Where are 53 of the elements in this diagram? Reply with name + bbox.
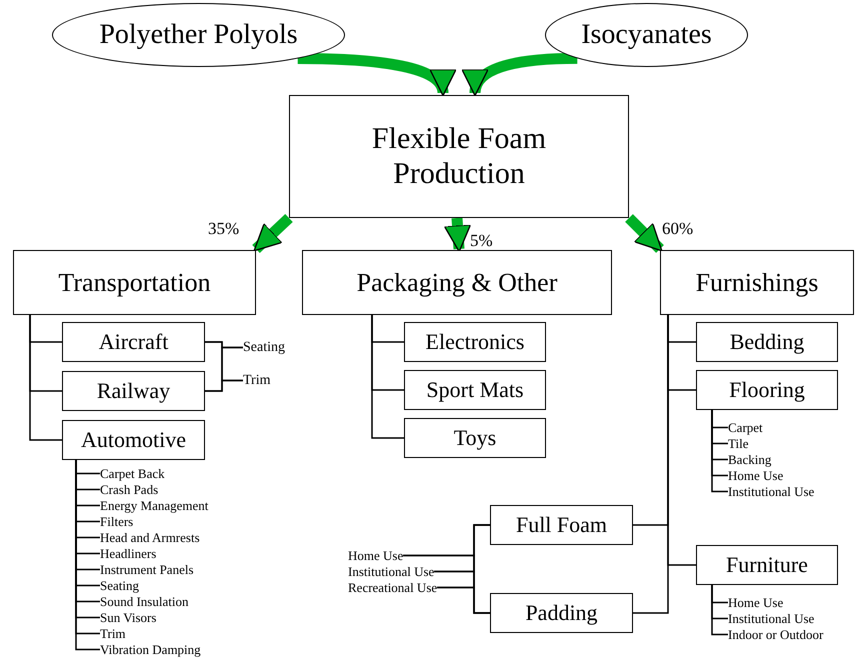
item-label: Trim [100, 626, 126, 641]
category-box: Flexible Foam Production [289, 95, 629, 218]
arrow [252, 214, 293, 253]
category-box: Padding [490, 593, 633, 633]
connector-line [29, 315, 62, 441]
connector-line [437, 586, 490, 614]
category-box: Railway [62, 371, 205, 411]
item-label: Home Use [728, 595, 784, 610]
category-box: Transportation [13, 250, 256, 315]
item-label: Vibration Damping [100, 642, 201, 657]
arrow [464, 52, 578, 96]
item-label: Sun Visors [100, 610, 156, 625]
item-label: Instrument Panels [100, 562, 194, 577]
item-label: Carpet [728, 420, 763, 435]
item-label: Home Use [348, 548, 404, 563]
connector-line [667, 315, 696, 566]
category-box: Bedding [696, 322, 838, 362]
category-box: Sport Mats [404, 370, 546, 410]
category-box: Flooring [696, 370, 838, 410]
category-box: Aircraft [62, 322, 205, 362]
input-ellipse: Isocyanates [545, 3, 748, 67]
category-box: Full Foam [490, 505, 633, 545]
item-label: Tile [728, 436, 748, 451]
item-label: Trim [243, 373, 271, 388]
item-label: Institutional Use [348, 564, 434, 579]
item-label: Headliners [100, 546, 156, 561]
item-label: Energy Management [100, 498, 208, 513]
category-box: Automotive [62, 420, 205, 460]
connector-line [711, 585, 728, 636]
category-box: Furniture [696, 545, 838, 585]
item-label: Head and Armrests [100, 530, 200, 545]
connector-line [205, 380, 243, 392]
category-box: Furnishings [660, 250, 854, 315]
item-label: Indoor or Outdoor [728, 627, 824, 642]
connector-line [711, 410, 728, 492]
connector-line [371, 315, 404, 439]
input-ellipse: Polyether Polyols [52, 3, 345, 67]
item-label: Seating [243, 340, 285, 355]
item-label: Filters [100, 514, 134, 529]
category-box: Packaging & Other [302, 250, 612, 315]
category-box: Toys [404, 418, 546, 458]
arrow [444, 218, 472, 252]
category-box: Electronics [404, 322, 546, 362]
item-label: Institutional Use [728, 484, 814, 499]
item-label: Institutional Use [728, 611, 814, 626]
item-label: Home Use [728, 468, 784, 483]
arrow [625, 214, 664, 253]
item-label: Seating [100, 578, 139, 593]
item-label: Crash Pads [100, 482, 158, 497]
item-label: Backing [728, 452, 772, 467]
item-label: Sound Insulation [100, 594, 188, 609]
item-label: Recreational Use [348, 580, 438, 595]
item-label: Carpet Back [100, 466, 165, 481]
